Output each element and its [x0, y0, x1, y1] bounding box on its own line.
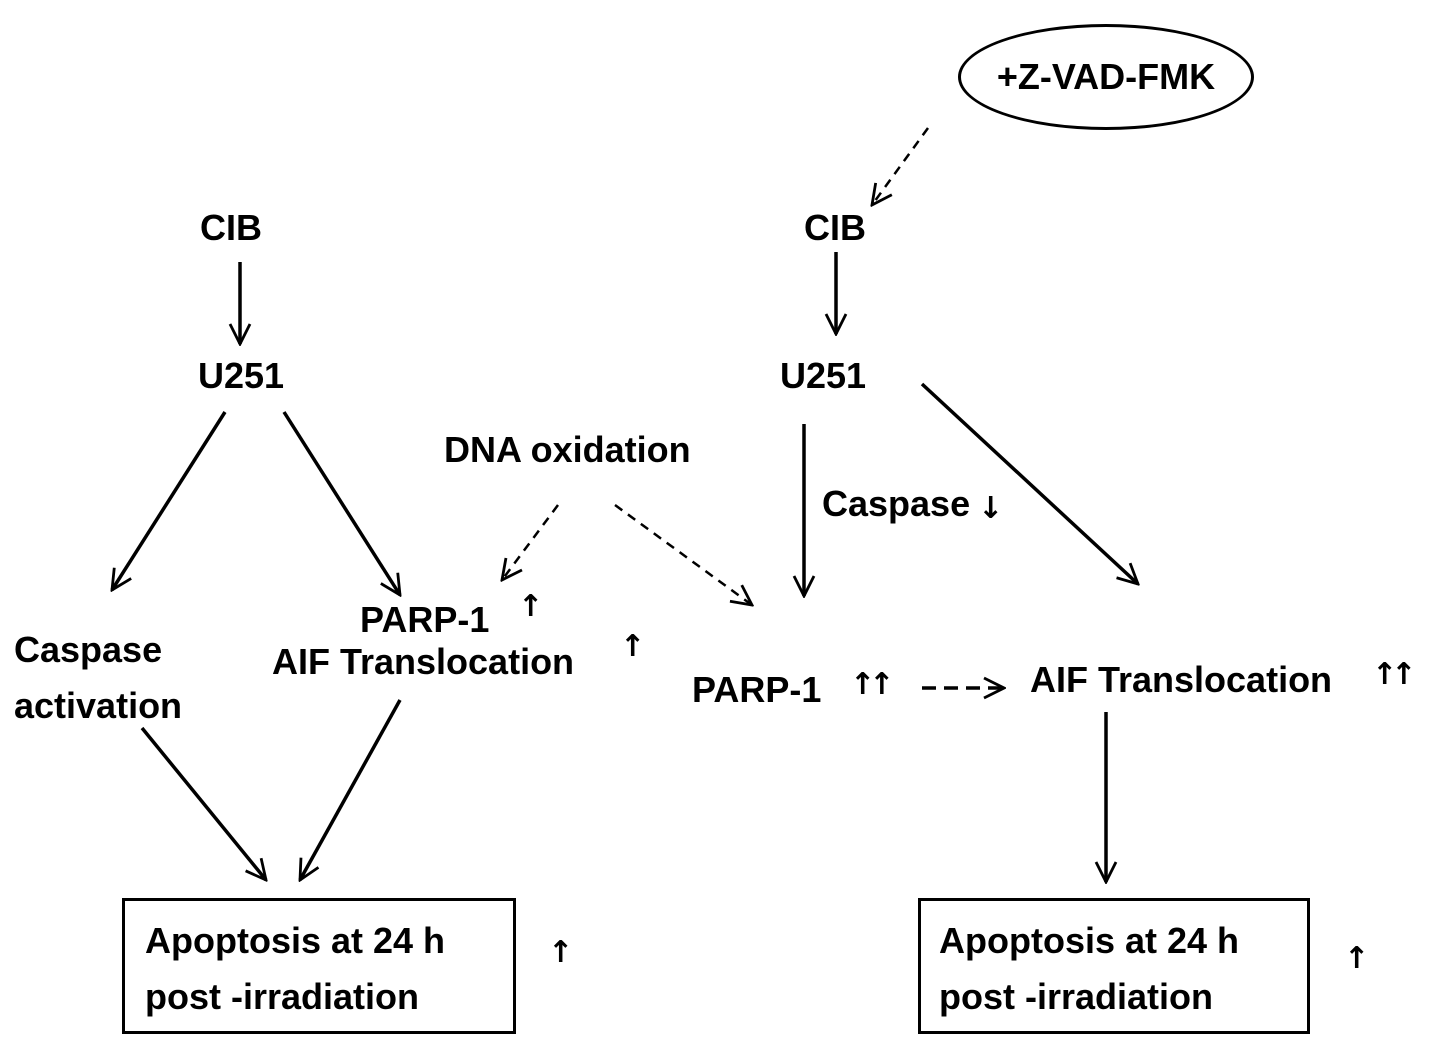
caspase-down-arrow-right: ↓	[978, 491, 1004, 526]
apoptosis-box-left: Apoptosis at 24 h post -irradiation	[122, 898, 516, 1034]
arrow-u251-to-parp-left	[282, 411, 400, 595]
cib-label-right: CIB	[804, 207, 866, 248]
aif-translocation-label-left: AIF Translocation	[272, 641, 575, 682]
apoptosis-up-arrow-left: ↑	[548, 935, 574, 970]
aif-double-up-arrow-right: ↑↑	[1372, 657, 1416, 692]
parp1-label-left: PARP-1	[360, 599, 490, 640]
parp1-double-up-arrow-right: ↑↑	[850, 667, 894, 702]
arrow-u251-to-aif-right	[920, 382, 1138, 584]
u251-label-left: U251	[198, 355, 285, 396]
parp1-up-arrow-left: ↑	[518, 589, 544, 624]
dashed-arrow-inhibitor-to-cib	[872, 127, 930, 205]
aif-translocation-label-right: AIF Translocation	[1030, 659, 1333, 700]
caspase-activation-label: Caspase activation	[14, 632, 182, 724]
inhibitor-node: +Z-VAD-FMK	[958, 24, 1254, 130]
apoptosis-up-arrow-right: ↑	[1344, 941, 1370, 976]
dashed-arrow-dna-to-parp-left	[502, 504, 560, 580]
aif-up-arrow-left: ↑	[620, 629, 646, 664]
u251-label-right: U251	[780, 355, 867, 396]
parp1-label-right: PARP-1	[692, 669, 822, 710]
dna-oxidation-label: DNA oxidation	[444, 429, 691, 470]
cib-label-left: CIB	[200, 207, 262, 248]
apoptosis-box-right: Apoptosis at 24 h post -irradiation	[918, 898, 1310, 1034]
caspase-label-right: Caspase	[822, 483, 971, 524]
arrow-aif-to-apoptosis-left	[298, 699, 402, 880]
dashed-arrow-dna-to-parp-right	[614, 503, 752, 605]
apoptosis-line-1-left: Apoptosis at 24 h	[145, 920, 446, 961]
apoptosis-line-1-right: Apoptosis at 24 h	[939, 920, 1240, 961]
arrow-u251-to-caspase-left	[112, 411, 227, 590]
inhibitor-label: +Z-VAD-FMK	[996, 56, 1216, 97]
apoptosis-line-2-right: post -irradiation	[939, 976, 1214, 1017]
caspase-line-2: activation	[14, 685, 183, 726]
apoptosis-line-2-left: post -irradiation	[145, 976, 420, 1017]
caspase-line-1: Caspase	[14, 629, 163, 670]
arrow-caspase-to-apoptosis-left	[140, 726, 266, 880]
